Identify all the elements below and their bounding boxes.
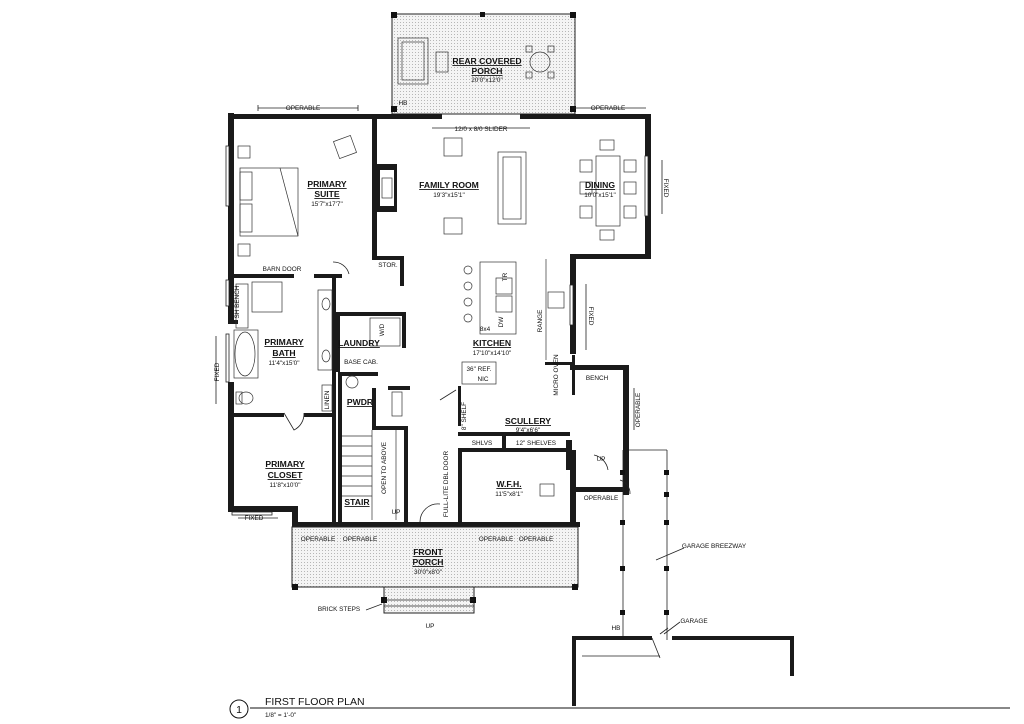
interior-walls [234,114,575,526]
label-up-breezway: UP [597,456,606,463]
room-labels: REAR COVERED PORCH 20'0"x12'0" PRIMARY S… [264,56,615,576]
wfh-dims: 11'5"x8'1" [495,491,522,498]
label-bench: BENCH [586,375,609,382]
label-shelves-12: 12" SHELVES [516,440,556,447]
label-sh-bench: SH BENCH [234,285,241,318]
label-8x4: 8x4 [480,326,491,333]
family-room-name: FAMILY ROOM [419,180,479,190]
pwdr-name: PWDR [347,397,374,407]
label-micro-oven: MICRO OVEN [553,354,560,396]
primary-closet-dims: 11'8"x10'0" [269,482,300,489]
front-porch [291,526,579,614]
rear-porch-dims: 20'0"x12'0" [471,77,503,84]
leader-lines [365,547,685,635]
label-base-cab: BASE CAB. [344,359,378,366]
title-block: 1 FIRST FLOOR PLAN 1/8" = 1'-0" [229,696,1010,719]
label-operable-porch-3: OPERABLE [479,536,513,543]
dining-dims: 10'0"x15'1" [584,192,616,199]
kitchen-name: KITCHEN [473,338,511,348]
label-range: RANGE [537,310,544,333]
label-open-to-above: OPEN TO ABOVE [381,442,388,494]
label-wd: W/D [379,323,386,336]
front-porch-dims: 30'0"x8'0" [414,569,442,576]
label-full-lite-door: FULL-LITE DBL DOOR [443,451,450,518]
laundry-name: LAUNDRY [338,338,380,348]
scullery-dims: 9'4"x6'6" [516,427,540,434]
label-up-porch: UP [426,623,435,630]
label-hb-rear: HB [399,100,408,107]
primary-suite-name-2: SUITE [314,189,340,199]
label-up-stair: UP [392,509,401,516]
label-operable-bench: OPERABLE [635,393,642,427]
label-dw: DW [498,316,505,328]
label-shlvs: SHLVS [472,440,492,447]
label-fixed-closet: FIXED [245,515,264,522]
rear-porch-name-1: REAR COVERED [452,56,521,66]
label-operable-porch-2: OPERABLE [343,536,377,543]
primary-bath-name-1: PRIMARY [264,337,304,347]
label-operable-porch-1: OPERABLE [301,536,335,543]
label-fixed-dining: FIXED [662,179,669,198]
label-shelf-8: 8" SHELF [461,402,468,430]
label-hb-garage: HB [612,625,621,632]
label-operable-dining-top: OPERABLE [591,105,625,112]
label-fixed-kitchen: FIXED [587,307,594,326]
label-slider: 12/0 x 8/0 SLIDER [455,126,508,133]
primary-suite-name-1: PRIMARY [307,179,347,189]
primary-closet-name-2: CLOSET [268,470,304,480]
label-garage-breezway: GARAGE BREEZWAY [682,543,747,550]
dining-name: DINING [585,180,615,190]
label-tr: TR [502,272,509,281]
label-operable-porch-4: OPERABLE [519,536,553,543]
drawing-scale: 1/8" = 1'-0" [265,712,296,719]
label-barn-door: BARN DOOR [263,266,302,273]
label-linen: LINEN [324,390,331,409]
stair-name: STAIR [344,497,370,507]
drawing-title: FIRST FLOOR PLAN [265,696,365,708]
label-operable-suite-top: OPERABLE [286,105,320,112]
family-room-dims: 19'3"x15'1" [433,192,465,199]
label-ref: 36" REF. [467,366,492,373]
label-brick-steps: BRICK STEPS [318,606,360,613]
drawing-number: 1 [236,704,242,716]
kitchen-dims: 17'10"x14'10" [473,350,512,357]
front-porch-name-1: FRONT [413,547,443,557]
annotation-labels: OPERABLE OPERABLE HB 12/0 x 8/0 SLIDER B… [214,100,747,632]
primary-suite-dims: 15'7"x17'7" [311,201,343,208]
garage-breezway [572,449,794,706]
primary-bath-name-2: BATH [272,348,295,358]
scullery-name: SCULLERY [505,416,551,426]
label-stor: STOR. [378,262,398,269]
wfh-name: W.F.H. [496,479,521,489]
primary-closet-name-1: PRIMARY [265,459,305,469]
fixtures [233,135,637,523]
window-marks [215,105,663,519]
rear-covered-porch [391,12,576,115]
label-fixed-bath: FIXED [214,362,221,381]
primary-bath-dims: 11'4"x15'0" [268,360,299,367]
rear-porch-name-2: PORCH [471,66,502,76]
front-porch-name-2: PORCH [412,557,443,567]
label-garage: GARAGE [680,618,707,625]
label-operable-breezway: OPERABLE [584,495,618,502]
label-nic: NIC [477,376,488,383]
